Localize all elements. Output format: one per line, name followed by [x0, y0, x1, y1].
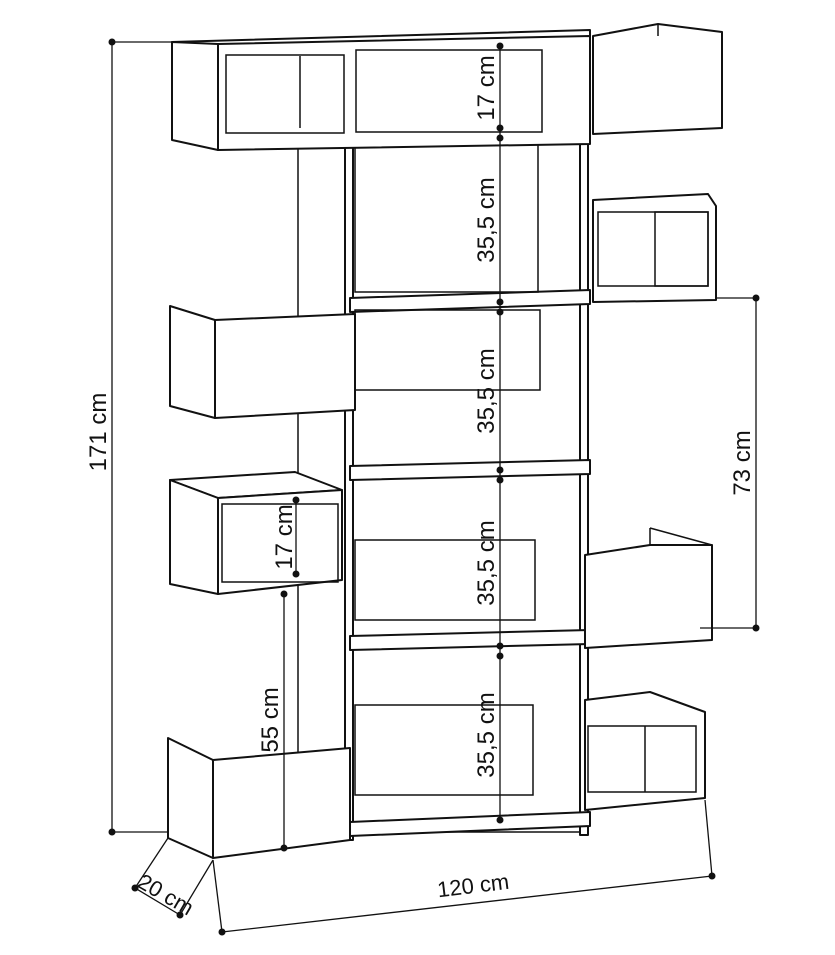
compartment-3-label: 35,5 cm: [473, 520, 500, 605]
right-boxes: [584, 193, 717, 811]
right-height-label: 73 cm: [729, 430, 756, 495]
left-boxes: [167, 305, 356, 859]
width-label: 120 cm: [436, 869, 511, 903]
compartment-2-label: 35,5 cm: [473, 348, 500, 433]
compartment-1-label: 35,5 cm: [473, 177, 500, 262]
top-unit: [171, 23, 723, 151]
compartment-4-label: 35,5 cm: [473, 692, 500, 777]
left-lower-label: 55 cm: [257, 687, 284, 752]
total-height-label: 171 cm: [85, 393, 112, 472]
top-compartment-label: 17 cm: [473, 55, 500, 120]
dimension-lines: [108, 38, 760, 936]
central-column: [297, 49, 591, 841]
depth-label: 20 cm: [134, 869, 198, 921]
left-small-label: 17 cm: [271, 504, 298, 569]
